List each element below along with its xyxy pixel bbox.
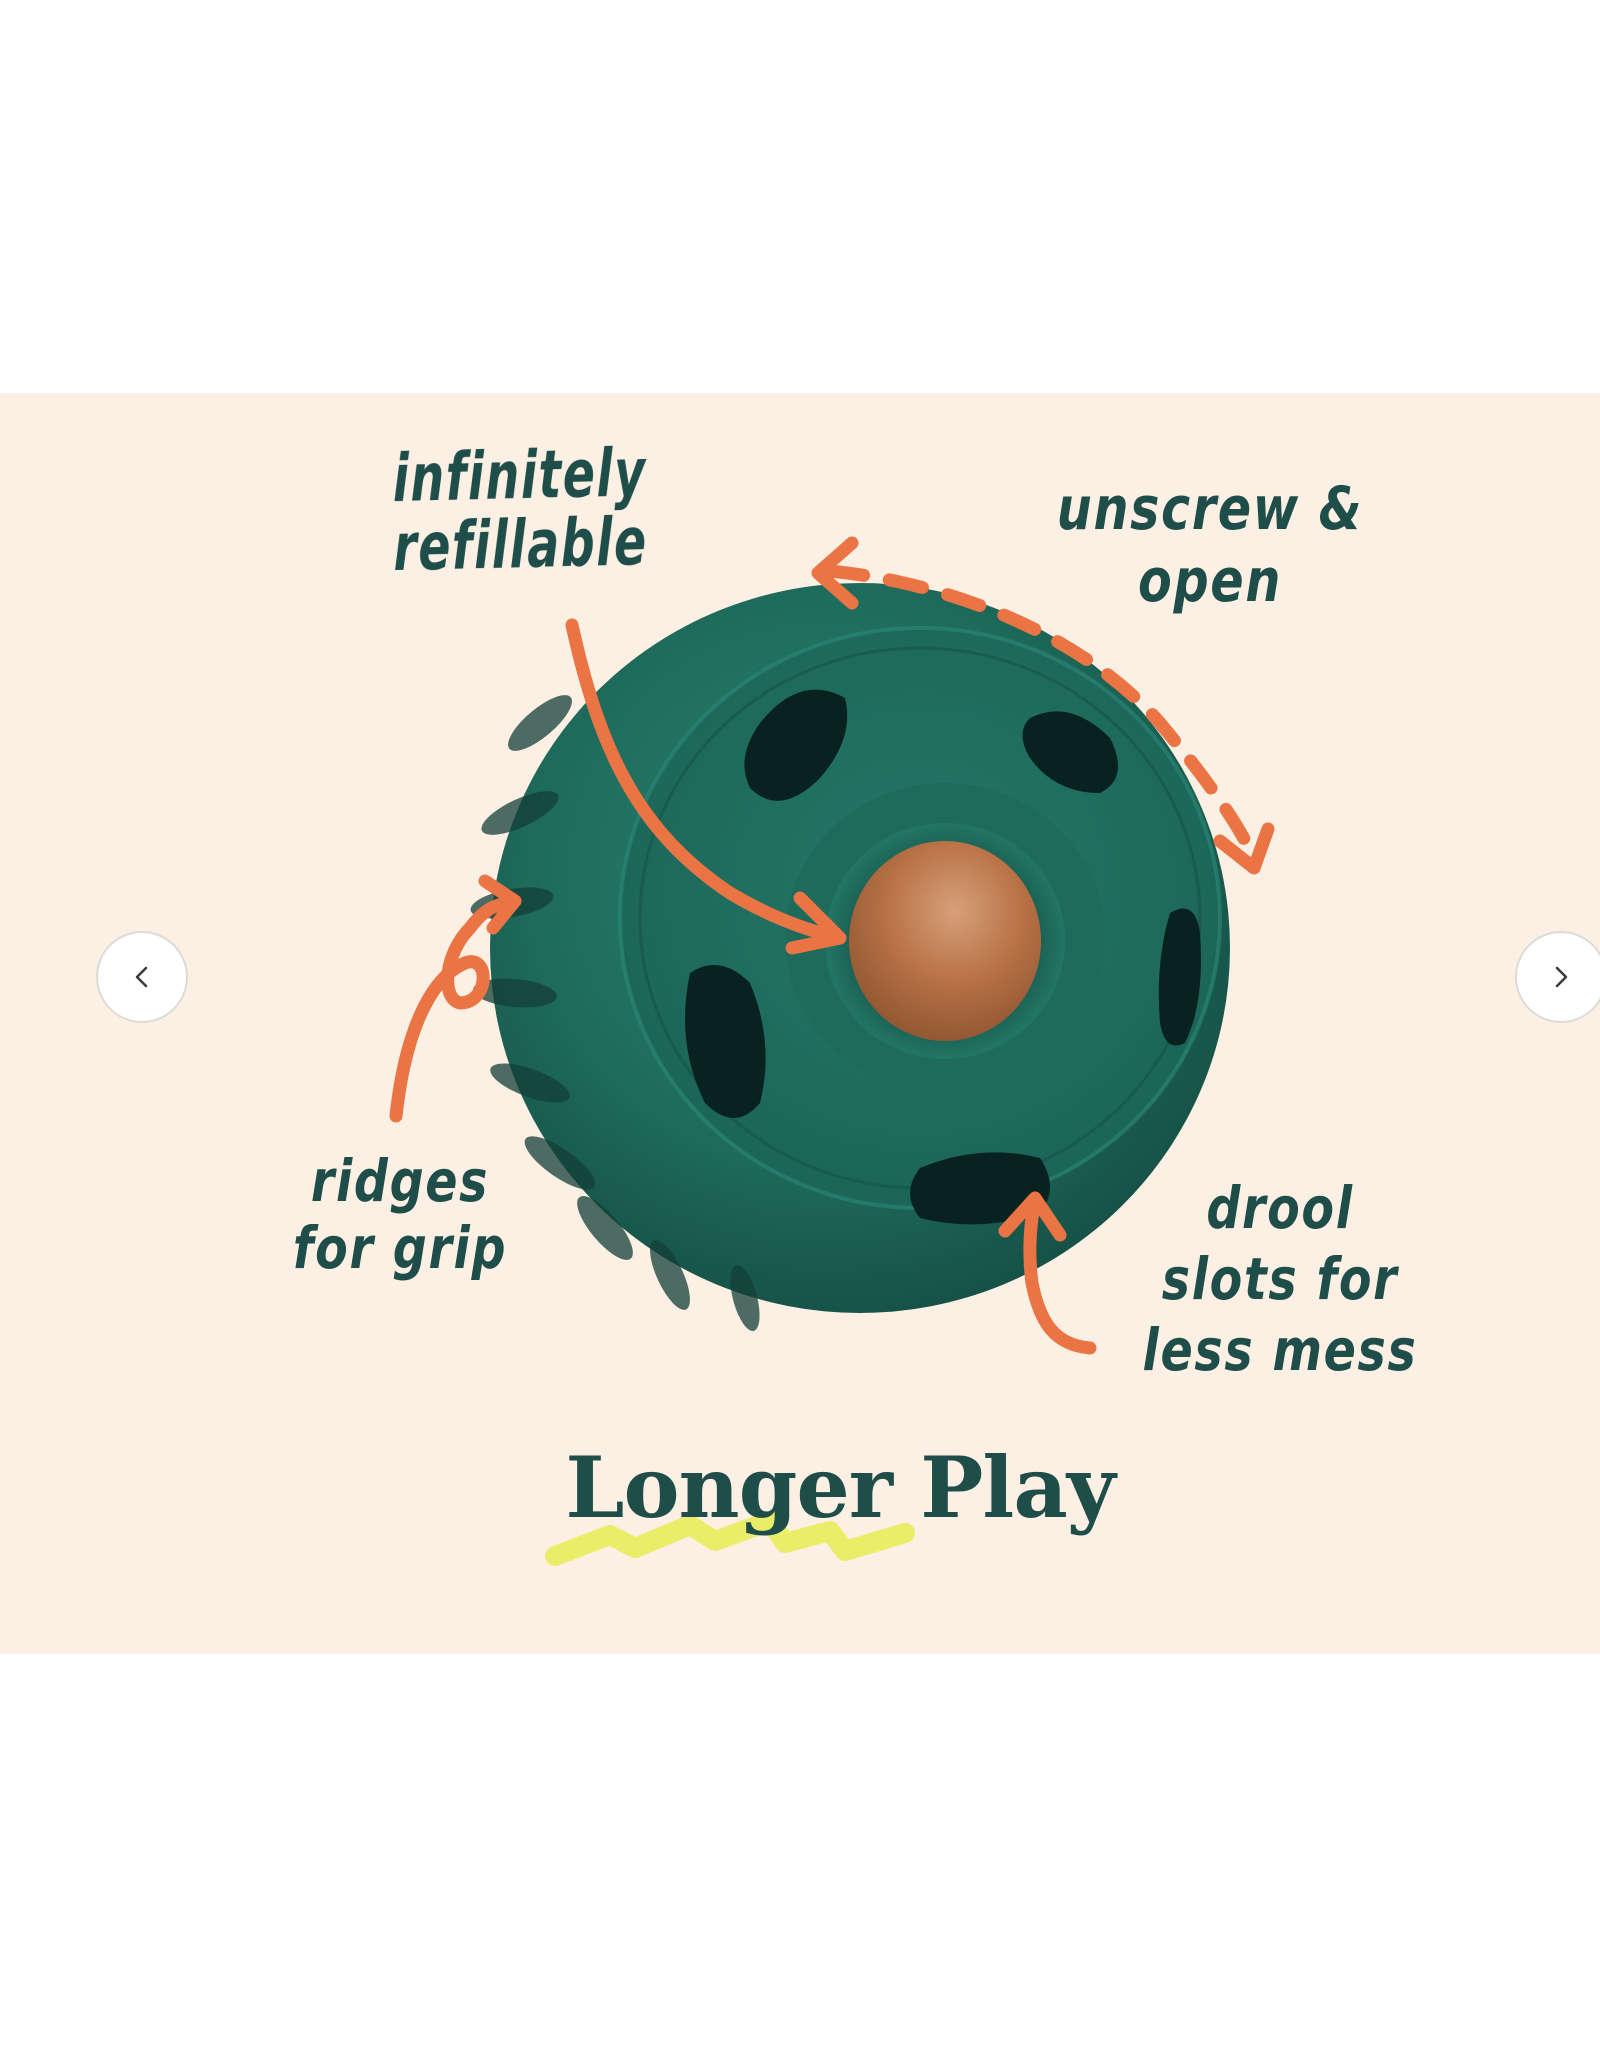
chevron-right-icon (1555, 966, 1568, 988)
callout-line: ridges (310, 1147, 490, 1215)
carousel-next-button[interactable] (1515, 931, 1600, 1023)
carousel-slide: infinitely refillable unscrew & open rid… (0, 393, 1600, 1654)
chevron-left-icon (135, 966, 148, 988)
callout-infinitely-refillable: infinitely refillable (390, 433, 651, 587)
annotation-arrows (389, 536, 1275, 1355)
headline-highlight (545, 1511, 915, 1566)
treat-ball (849, 841, 1041, 1041)
callout-ridges-for-grip: ridges for grip (269, 1148, 531, 1281)
product-illustration (389, 536, 1275, 1566)
callout-line: less mess (1142, 1315, 1418, 1384)
callout-line: slots for (1161, 1244, 1399, 1313)
ball-body (470, 583, 1230, 1331)
callout-line: open (1138, 546, 1282, 616)
callout-line: refillable (392, 503, 649, 587)
slide-headline: Longer Play (565, 1438, 1115, 1537)
carousel-prev-button[interactable] (96, 931, 188, 1023)
callout-line: for grip (292, 1213, 508, 1282)
callout-line: infinitely (392, 433, 647, 518)
callout-drool-slots: drool slots for less mess (1141, 1173, 1420, 1385)
callout-line: drool (1206, 1174, 1354, 1242)
callout-line: unscrew & (1056, 474, 1364, 544)
callout-unscrew-open: unscrew & open (1046, 473, 1374, 617)
